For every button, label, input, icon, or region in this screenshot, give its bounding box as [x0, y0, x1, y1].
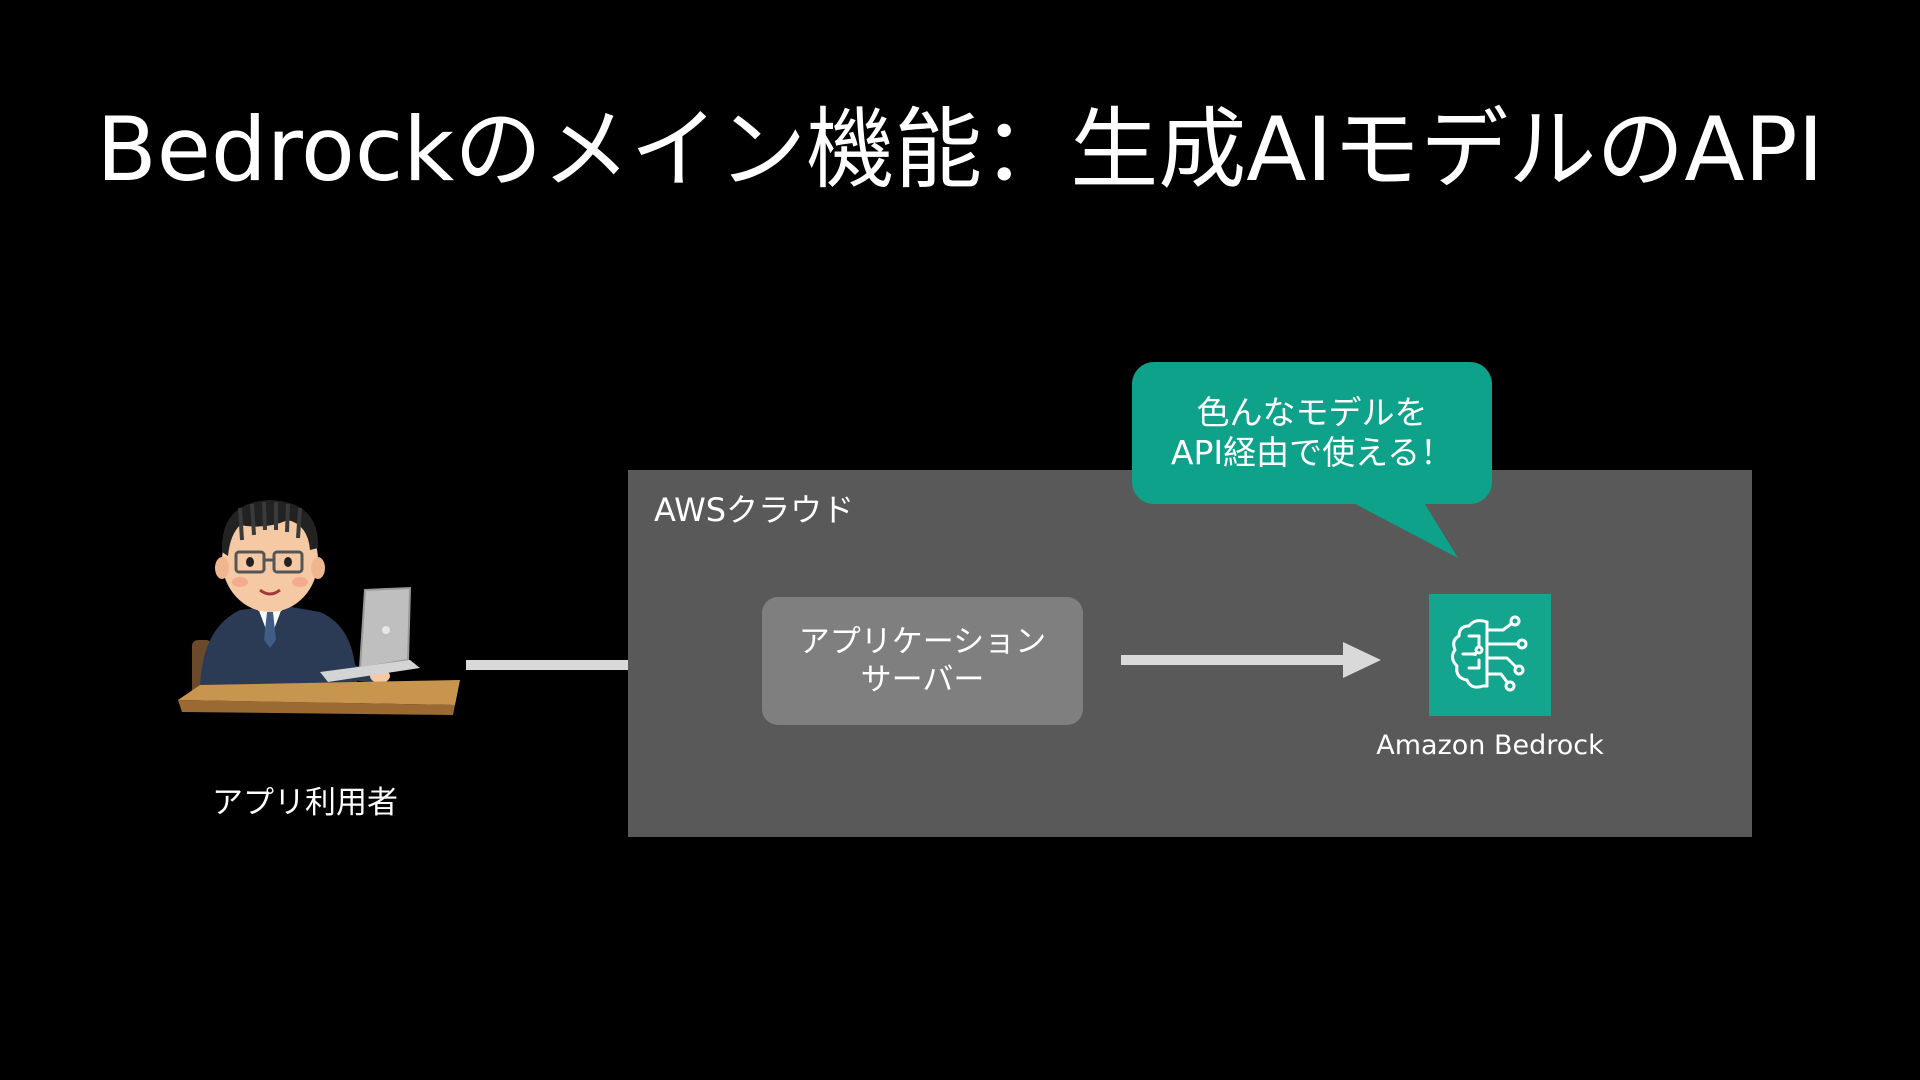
callout-line1: 色んなモデルを — [1196, 393, 1428, 432]
application-server-label-line1: アプリケーション — [798, 624, 1047, 660]
bedrock-brain-icon — [1429, 594, 1551, 716]
bedrock-label: Amazon Bedrock — [1376, 730, 1604, 761]
callout-bubble: 色んなモデルを API経由で使える！ — [1132, 362, 1492, 504]
slide-title: Bedrockのメイン機能：生成AIモデルのAPI — [96, 98, 1824, 201]
callout-tail — [1340, 496, 1458, 558]
user-illustration — [178, 500, 460, 715]
aws-cloud-label: AWSクラウド — [654, 491, 855, 529]
user-label: アプリ利用者 — [212, 785, 398, 821]
brain-circuit-icon — [1450, 615, 1528, 692]
callout-line2: API経由で使える！ — [1170, 433, 1454, 472]
application-server-box: アプリケーション サーバー — [762, 597, 1083, 725]
application-server-label-line2: サーバー — [860, 662, 985, 698]
arrow-server-to-bedrock — [1121, 642, 1381, 678]
